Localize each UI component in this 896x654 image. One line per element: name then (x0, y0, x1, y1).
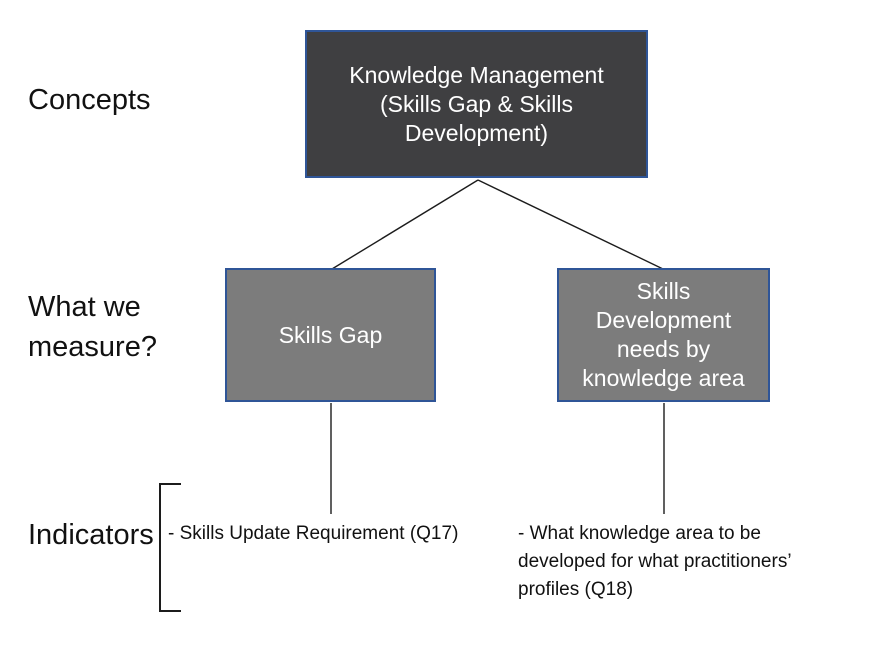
row-label-indicators: Indicators (28, 519, 154, 551)
node-skills-development: Skills Development needs by knowledge ar… (557, 268, 770, 402)
node-knowledge-management: Knowledge Management (Skills Gap & Skill… (305, 30, 648, 178)
row-label-what-we-measure: What we measure? (28, 291, 157, 363)
indicator-skills-update: - Skills Update Requirement (Q17) (168, 523, 459, 544)
indicators-bracket (159, 483, 181, 612)
node-skills-gap: Skills Gap (225, 268, 436, 402)
row-label-concepts: Concepts (28, 84, 151, 116)
connector-root-to-skills-dev (477, 179, 664, 270)
connector-root-to-skills-gap (331, 179, 479, 270)
indicator-knowledge-area: - What knowledge area to be developed fo… (518, 523, 792, 600)
